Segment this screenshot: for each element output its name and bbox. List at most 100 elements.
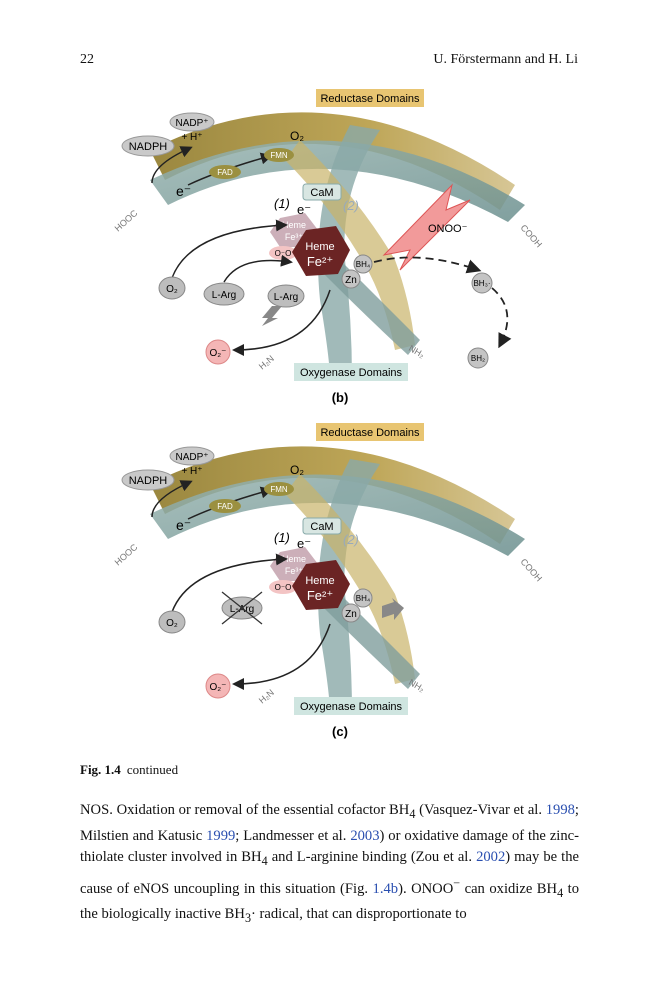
panel-b-label: (b) <box>332 390 349 405</box>
superoxide-arrow <box>232 289 331 356</box>
o2-left-bubble <box>158 276 186 300</box>
superoxide-label: O₂⁻ <box>210 682 227 693</box>
larg2-label: L-Arg <box>274 292 298 303</box>
superoxide-arrow <box>232 623 331 690</box>
body-text-run: and L-arginine binding (Zou et al. <box>267 849 477 866</box>
larg-cross-line-2 <box>221 591 263 625</box>
reductase-label-box <box>316 423 424 441</box>
subscript: 3 <box>244 910 252 925</box>
electron-label-2: e⁻ <box>297 536 311 551</box>
electron-label: e⁻ <box>176 517 191 533</box>
cooh-label: COOH <box>519 223 544 250</box>
panel-b: Reductase Domains NADPH NADP⁺ + H⁺ e⁻ FA… <box>113 89 544 405</box>
cooh-label: COOH <box>519 557 544 584</box>
bh4-to-bh3-arrow <box>373 256 482 274</box>
figure-link[interactable]: 1.4b <box>372 880 399 897</box>
panel-c-label: (c) <box>332 724 348 739</box>
panel-c: Reductase Domains NADPH NADP⁺ + H⁺ e⁻ FA… <box>113 423 544 739</box>
o2-left-bubble <box>158 610 186 634</box>
fmn-label: FMN <box>270 485 288 494</box>
cam-label: CaM <box>310 521 333 533</box>
fmn-ellipse <box>264 148 294 162</box>
reductase-band-teal <box>150 140 525 222</box>
fad-label: FAD <box>217 502 233 511</box>
caption-text: continued <box>126 762 179 777</box>
citation-link[interactable]: 2002 <box>476 849 506 866</box>
larg1-bubble <box>203 282 245 306</box>
subscript: 4 <box>409 806 416 821</box>
nadph-label: NADPH <box>129 475 168 487</box>
page-number: 22 <box>80 52 94 67</box>
bh4-circle <box>353 254 373 274</box>
reductase-band-teal <box>150 474 525 556</box>
o2-left-label: O₂ <box>166 284 178 295</box>
zn-circle <box>341 603 361 623</box>
larg-arrow <box>223 254 293 283</box>
citation-link[interactable]: 2003 <box>350 827 380 844</box>
nadph-bubble <box>121 135 175 157</box>
o2-left-label: O₂ <box>166 618 178 629</box>
fad-ellipse <box>209 165 241 179</box>
body-text-run: to the biologically inactive BH <box>80 880 579 922</box>
o-o-label: O⁻O <box>275 583 292 592</box>
body-text-run: ; Milstien and Katusic <box>80 802 579 844</box>
body-text-run: ) or oxidative damage of the zinc-thiola… <box>80 827 579 866</box>
step1-label: (1) <box>274 530 290 545</box>
citation-link[interactable]: 1999 <box>206 827 236 844</box>
fmn-ellipse <box>264 482 294 496</box>
bh4-label: BH₄ <box>356 260 370 269</box>
cam-box <box>302 517 342 535</box>
body-text-run: · radical, that can disproportionate to <box>251 905 467 922</box>
hooc-label: HOOC <box>113 208 140 234</box>
citation-link[interactable]: 1998 <box>545 802 575 818</box>
oxygenase-label: Oxygenase Domains <box>300 701 403 713</box>
nadp-label: NADP⁺ <box>175 452 208 463</box>
h2n-label: H₂N <box>257 687 276 705</box>
superscript: − <box>453 875 461 890</box>
nadp-label: NADP⁺ <box>175 118 208 129</box>
reductase-band <box>150 112 515 210</box>
body-paragraph: NOS. Oxidation or removal of the essenti… <box>80 800 579 929</box>
zn-label: Zn <box>345 609 357 620</box>
o2-to-heme-arrow <box>171 553 288 613</box>
superoxide-bubble <box>205 339 231 365</box>
fad-ellipse <box>209 499 241 513</box>
fe3-label: Fe³⁺ <box>285 232 304 242</box>
heme-top-label: Heme <box>282 554 306 564</box>
fmn-label: FMN <box>270 151 288 160</box>
nadph-arrow <box>151 480 193 518</box>
larg2-bubble <box>267 284 305 308</box>
electron-label: e⁻ <box>176 183 191 199</box>
superoxide-bubble <box>205 673 231 699</box>
subscript: 4 <box>261 854 268 868</box>
body-text-run: NOS. Oxidation or removal of the essenti… <box>80 802 410 818</box>
bh4-out-arrow <box>382 598 404 620</box>
superoxide-label: O₂⁻ <box>210 348 227 359</box>
oxygenase-label-box <box>294 697 408 715</box>
nadph-label: NADPH <box>129 141 168 153</box>
h-plus-label: + H⁺ <box>181 466 202 477</box>
oxygenase-label: Oxygenase Domains <box>300 367 403 379</box>
o2-label: O₂ <box>290 129 304 143</box>
o-o-ellipse <box>269 580 297 594</box>
h-plus-label: + H⁺ <box>181 132 202 143</box>
bh4-circle <box>353 588 373 608</box>
nadp-bubble <box>169 446 215 466</box>
heme-label: Heme <box>305 241 334 253</box>
nadp-bubble <box>169 112 215 132</box>
hooc-label: HOOC <box>113 542 140 568</box>
o2-label: O₂ <box>290 463 304 477</box>
bh2-circle <box>467 347 489 369</box>
subscript: 4 <box>557 885 564 900</box>
heme-label: Heme <box>305 575 334 587</box>
reductase-label: Reductase Domains <box>320 93 420 105</box>
larg-label: L-Arg <box>230 604 254 615</box>
reductase-label: Reductase Domains <box>320 427 420 439</box>
onoo-label: ONOO⁻ <box>428 223 468 235</box>
bh2-label: BH₂ <box>471 354 485 363</box>
heme-fe2-shape <box>292 560 350 610</box>
fe2-label: Fe²⁺ <box>307 588 333 603</box>
fe2-label: Fe²⁺ <box>307 254 333 269</box>
bh3-label: BH₃· <box>473 279 490 288</box>
